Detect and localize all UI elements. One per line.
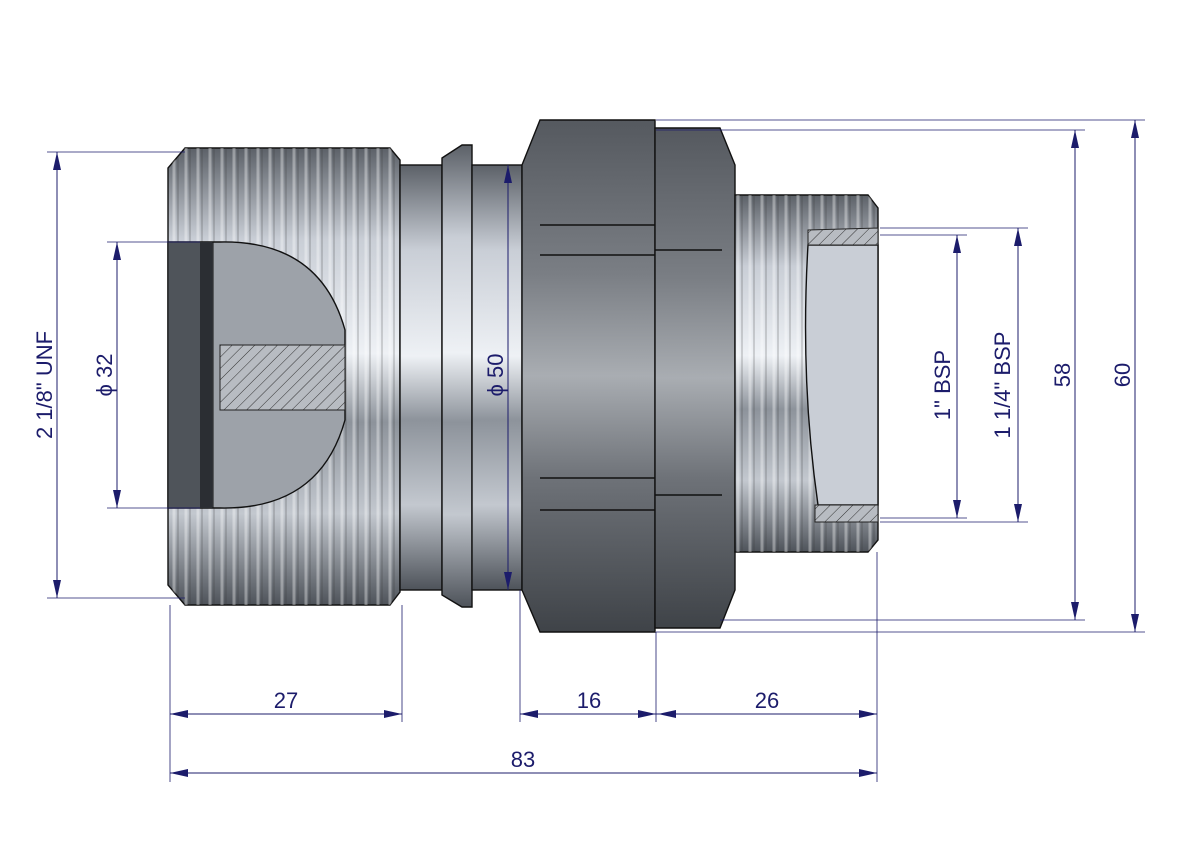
hex-corners-label: 60	[1110, 363, 1135, 387]
bsp-outer-label: 1 1/4" BSP	[990, 332, 1015, 439]
len-left-label: 27	[274, 688, 298, 713]
hex-flats-label: 58	[1050, 363, 1075, 387]
thread-left-label: 2 1/8" UNF	[32, 331, 57, 439]
right-thread-body	[734, 194, 879, 553]
left-thread-body	[167, 147, 401, 606]
dimension-lines	[53, 120, 1139, 777]
hex-nut	[521, 119, 736, 633]
bsp-inner-label: 1" BSP	[930, 350, 955, 420]
extension-lines	[47, 119, 1145, 782]
bore-left-label: ϕ 32	[92, 354, 117, 397]
len-total-label: 83	[511, 747, 535, 772]
body-neck	[399, 144, 523, 608]
len-hex-label: 16	[577, 688, 601, 713]
body-dia-label: ϕ 50	[483, 354, 508, 397]
len-right-label: 26	[755, 688, 779, 713]
